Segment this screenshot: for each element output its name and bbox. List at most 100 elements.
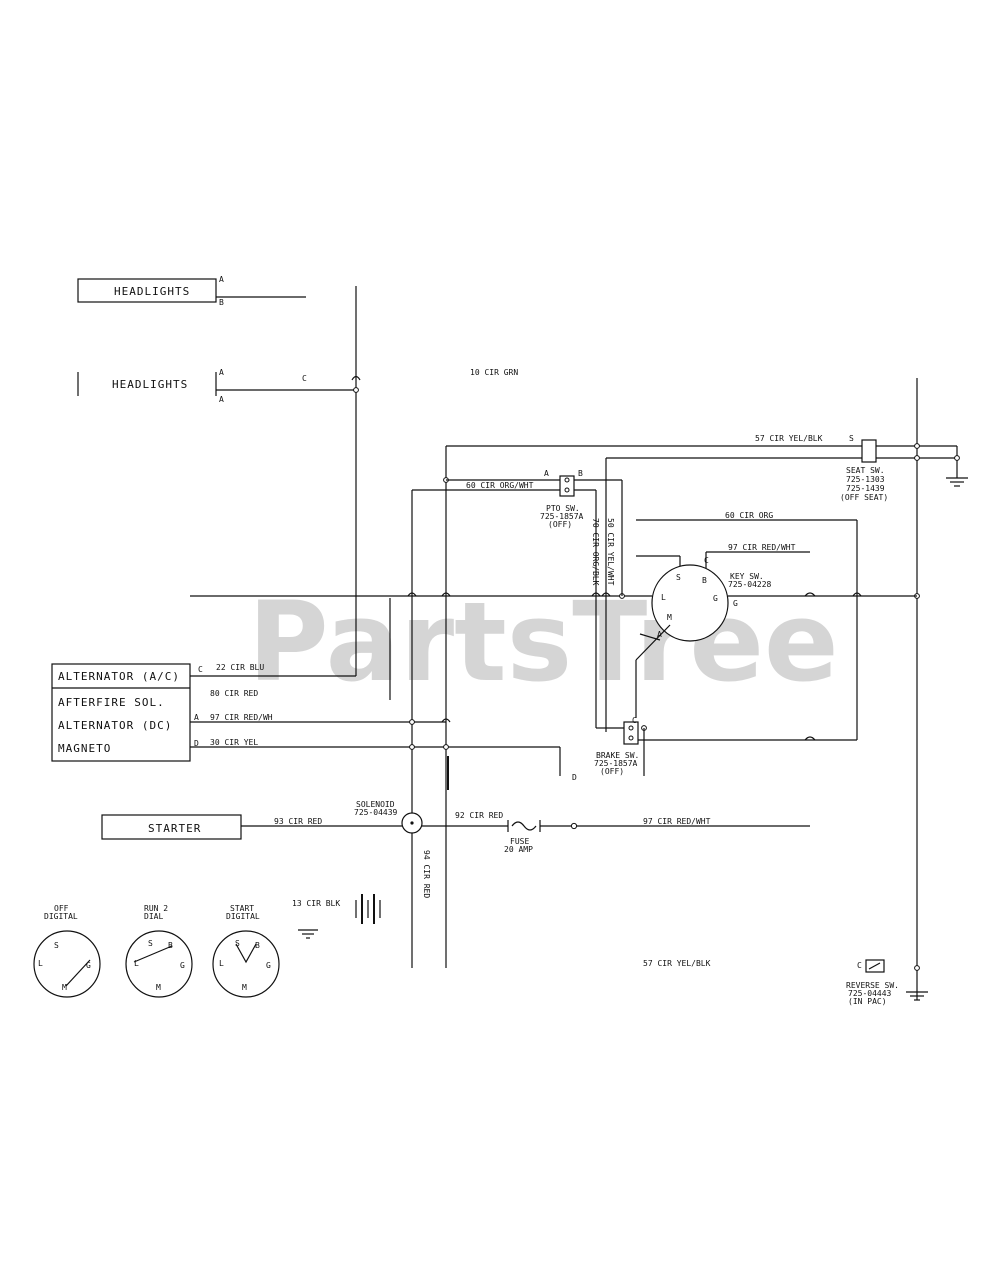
brake-switch-body bbox=[623, 721, 639, 745]
crossover-brake bbox=[804, 736, 816, 741]
crossover-596-b bbox=[601, 592, 611, 597]
key-pos-run-s: S bbox=[148, 939, 153, 948]
crossover-857-596 bbox=[852, 592, 862, 597]
key-pos-off-pointer bbox=[65, 959, 91, 987]
key-pos-start-s: S bbox=[235, 939, 240, 948]
wire-label-30-yel: 30 CIR YEL bbox=[210, 738, 258, 747]
junction-seat-ground bbox=[954, 455, 960, 461]
wire-label-22-blu: 22 CIR BLU bbox=[216, 663, 264, 672]
key-pos-off-l: L bbox=[38, 959, 43, 968]
key-position-start: START DIGITAL L S B G M bbox=[212, 904, 280, 998]
label-alternator-ac: ALTERNATOR (A/C) bbox=[58, 670, 180, 683]
key-pos-run-circle bbox=[125, 930, 193, 998]
key-position-off: OFF DIGITAL L S G M bbox=[33, 904, 101, 998]
key-pos-run-pointer bbox=[133, 945, 173, 963]
junction-412-722 bbox=[409, 719, 415, 725]
key-pos-start-circle bbox=[212, 930, 280, 998]
key-pos-run-m: M bbox=[156, 983, 161, 992]
solenoid-line-1: SOLENOID bbox=[356, 800, 395, 809]
brake-contact-1 bbox=[628, 725, 634, 731]
terminal-reverse-c: C bbox=[857, 961, 862, 970]
alternator-box bbox=[51, 663, 191, 762]
solenoid-line-2: 725-04439 bbox=[354, 808, 398, 817]
seat-sw-line-4: (OFF SEAT) bbox=[840, 493, 888, 502]
key-pos-off-m: M bbox=[62, 983, 67, 992]
wire-label-97-red-wh: 97 CIR RED/WH bbox=[210, 713, 273, 722]
key-pos-run-title-2: DIAL bbox=[144, 912, 163, 921]
key-pos-run-l: L bbox=[134, 959, 139, 968]
terminal-key-l: L bbox=[661, 593, 666, 602]
crossover-446-596 bbox=[441, 592, 451, 597]
pto-switch-body bbox=[559, 475, 575, 497]
wire-label-94-red: 94 CIR RED bbox=[422, 850, 431, 898]
key-pos-off-s: S bbox=[54, 941, 59, 950]
terminal-hl-bot-a1: A bbox=[219, 368, 224, 377]
pto-sw-line-2: 725-1857A bbox=[540, 512, 584, 521]
brake-sw-line-3: (OFF) bbox=[600, 767, 624, 776]
key-position-run: RUN 2 DIAL L S B G M bbox=[125, 904, 193, 998]
pto-sw-line-3: (OFF) bbox=[548, 520, 572, 529]
solenoid-center bbox=[410, 821, 414, 825]
wire-label-vert-org-blk: 70 CIR ORG/BLK bbox=[591, 518, 600, 586]
seat-sw-line-3: 725-1439 bbox=[846, 484, 885, 493]
terminal-seat-s: S bbox=[849, 434, 854, 443]
seat-sw-line-1: SEAT SW. bbox=[846, 466, 885, 475]
label-afterfire-sol: AFTERFIRE SOL. bbox=[58, 696, 165, 709]
brake-sw-line-2: 725-1857A bbox=[594, 759, 638, 768]
wire-label-top-grn: 10 CIR GRN bbox=[470, 368, 518, 377]
crossover-446-722 bbox=[441, 718, 451, 723]
junction-917-458 bbox=[914, 455, 920, 461]
terminal-alt-c: C bbox=[198, 665, 203, 674]
wire-label-60-org-wht: 60 CIR ORG/WHT bbox=[466, 481, 534, 490]
terminal-hl-c: C bbox=[302, 374, 307, 383]
pto-contact-2 bbox=[564, 487, 570, 493]
wire-label-93-red: 93 CIR RED bbox=[274, 817, 322, 826]
junction-hl bbox=[353, 387, 359, 393]
key-sw-line-1: KEY SW. bbox=[730, 572, 764, 581]
headlights-top-label: HEADLIGHTS bbox=[114, 285, 190, 298]
label-starter: STARTER bbox=[148, 822, 201, 835]
key-pos-off-circle bbox=[33, 930, 101, 998]
key-switch-circle bbox=[651, 564, 729, 642]
pto-contact-1 bbox=[564, 477, 570, 483]
terminal-pto-b: B bbox=[578, 469, 583, 478]
terminal-brake-c: C bbox=[632, 716, 637, 725]
fuse-element bbox=[511, 821, 537, 831]
wire-label-57-bottom: 57 CIR YEL/BLK bbox=[643, 959, 711, 968]
crossover-hl bbox=[351, 375, 361, 381]
headlights-bottom-label: HEADLIGHTS bbox=[112, 378, 188, 391]
fuse-line-2: 20 AMP bbox=[504, 845, 533, 854]
junction-446-747 bbox=[443, 744, 449, 750]
label-alternator-dc: ALTERNATOR (DC) bbox=[58, 719, 172, 732]
wire-key-a-lead bbox=[635, 624, 671, 661]
key-pos-off-title-1: OFF bbox=[54, 904, 69, 913]
terminal-alt-a: A bbox=[194, 713, 199, 722]
key-sw-line-2: 725-04228 bbox=[728, 580, 772, 589]
starter-box bbox=[101, 814, 242, 840]
wire-label-vert-yel-wht: 50 CIR YEL/WHT bbox=[606, 518, 615, 586]
terminal-key-b: B bbox=[702, 576, 707, 585]
reverse-sw-line-2: 725-04443 bbox=[848, 989, 892, 998]
key-pos-off-title-2: DIGITAL bbox=[44, 912, 78, 921]
crossover-810-596 bbox=[804, 592, 816, 597]
key-pos-start-pointer bbox=[235, 943, 257, 964]
key-pos-start-title-1: START bbox=[230, 904, 254, 913]
wire-label-13-blk: 13 CIR BLK bbox=[292, 899, 340, 908]
wire-label-92-red: 92 CIR RED bbox=[455, 811, 503, 820]
crossover-596-a bbox=[591, 592, 601, 597]
key-pos-start-g: G bbox=[266, 961, 271, 970]
pto-sw-line-1: PTO SW. bbox=[546, 504, 580, 513]
wire-label-97-bottom: 97 CIR RED/WHT bbox=[643, 817, 711, 826]
key-pos-off-g: G bbox=[86, 961, 91, 970]
terminal-brake-d: D bbox=[572, 773, 577, 782]
wire-label-57-top: 57 CIR YEL/BLK bbox=[755, 434, 823, 443]
reverse-sw-line-3: (IN PAC) bbox=[848, 997, 887, 1006]
headlights-top-box bbox=[77, 278, 217, 303]
key-pos-start-b: B bbox=[255, 941, 260, 950]
fuse-line-1: FUSE bbox=[510, 837, 529, 846]
wire-label-80-red: 80 CIR RED bbox=[210, 689, 258, 698]
terminal-key-c: C bbox=[704, 556, 709, 565]
wire-label-97-key: 97 CIR RED/WHT bbox=[728, 543, 796, 552]
junction-reverse bbox=[914, 965, 920, 971]
